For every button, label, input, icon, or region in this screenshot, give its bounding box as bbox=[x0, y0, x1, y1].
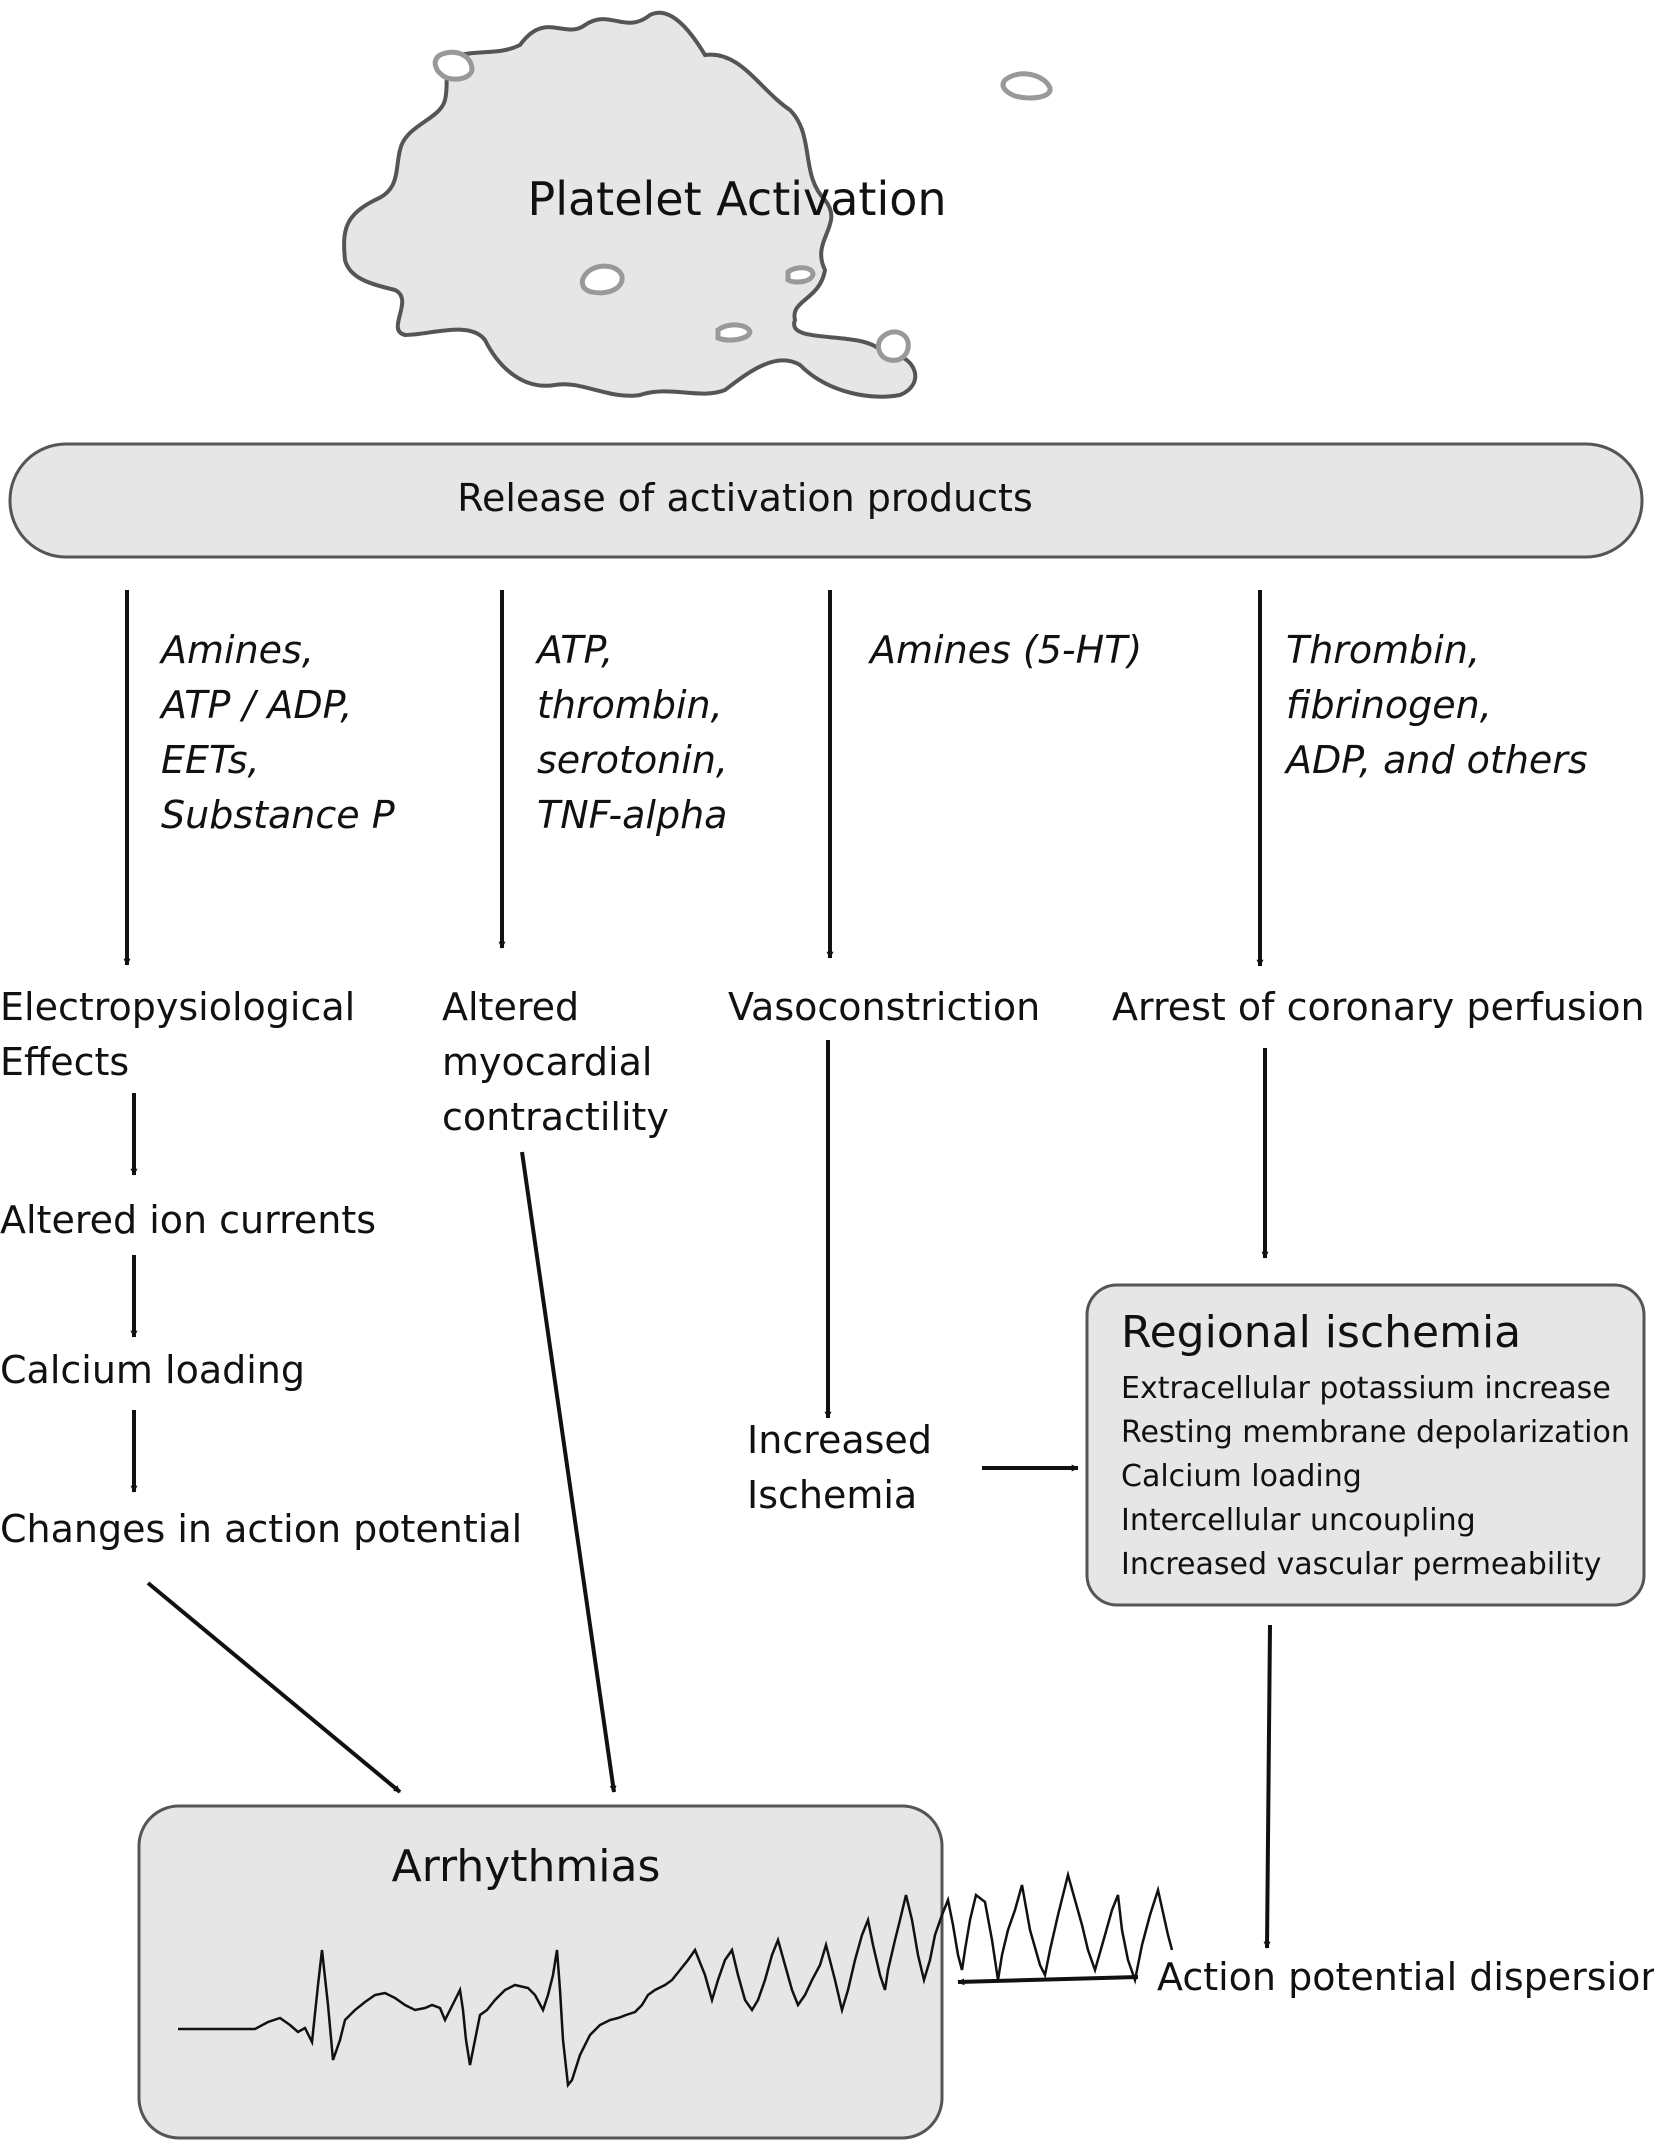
agent-line: thrombin, bbox=[537, 683, 723, 727]
agent-line: ATP, bbox=[537, 628, 614, 672]
arrhythmias-title: Arrhythmias bbox=[392, 1841, 661, 1892]
arrow-ap-to-arrhythmias bbox=[146, 1581, 402, 1794]
pathway-2-agents: ATP, thrombin, serotonin, TNF-alpha bbox=[537, 623, 728, 843]
electrophysiological-effects: Electropysiological Effects bbox=[0, 980, 355, 1090]
ecg-trace bbox=[178, 1870, 1174, 2089]
list-item: Increased vascular permeability bbox=[1121, 1547, 1602, 1582]
regional-ischemia-box bbox=[1085, 1283, 1646, 1607]
release-label: Release of activation products bbox=[457, 476, 1033, 520]
platelet-title: Platelet Activation bbox=[527, 172, 946, 226]
vesicle bbox=[579, 263, 625, 296]
regional-ischemia-list: Extracellular potassium increase Resting… bbox=[1121, 1367, 1630, 1587]
regional-ischemia-title: Regional ischemia bbox=[1121, 1307, 1522, 1358]
agent-line: serotonin, bbox=[537, 738, 729, 782]
agent-line: fibrinogen, bbox=[1286, 683, 1492, 727]
pathway-1-agents: Amines, ATP / ADP, EETs, Substance P bbox=[161, 623, 395, 843]
release-bar bbox=[8, 442, 1644, 559]
pathway-3-agents: Amines (5-HT) bbox=[870, 623, 1142, 678]
vasoconstriction: Vasoconstriction bbox=[728, 985, 1041, 1029]
list-item: Resting membrane depolarization bbox=[1121, 1415, 1630, 1450]
agent-line: Substance P bbox=[161, 793, 395, 837]
platelet-vesicles bbox=[432, 49, 1053, 363]
vesicle bbox=[715, 322, 753, 343]
action-potential-dispersion: Action potential dispersion bbox=[1157, 1955, 1654, 1999]
list-item: Extracellular potassium increase bbox=[1121, 1371, 1611, 1406]
agent-line: ADP, and others bbox=[1286, 738, 1588, 782]
list-item: Calcium loading bbox=[1121, 1459, 1362, 1494]
vesicle bbox=[785, 265, 816, 285]
list-item: Intercellular uncoupling bbox=[1121, 1503, 1476, 1538]
arrhythmias-box bbox=[137, 1804, 944, 2140]
altered-contractility: Altered myocardial contractility bbox=[442, 980, 669, 1145]
agent-line: TNF-alpha bbox=[537, 793, 728, 837]
effect-line: Altered bbox=[442, 985, 580, 1029]
agent-line: ATP / ADP, bbox=[161, 683, 353, 727]
ischemia-line: Ischemia bbox=[747, 1473, 918, 1517]
effect-line: myocardial bbox=[442, 1040, 653, 1084]
agent-line: EETs, bbox=[161, 738, 260, 782]
pathway-4-agents: Thrombin, fibrinogen, ADP, and others bbox=[1286, 623, 1588, 788]
platelet-shape bbox=[342, 10, 918, 399]
effect-line: Effects bbox=[0, 1040, 130, 1084]
vesicle bbox=[432, 49, 475, 82]
vesicle bbox=[1000, 71, 1053, 101]
increased-ischemia: Increased Ischemia bbox=[747, 1413, 932, 1523]
agent-line: Amines (5-HT) bbox=[870, 628, 1143, 672]
agent-line: Amines, bbox=[161, 628, 314, 672]
effect-line: contractility bbox=[442, 1095, 669, 1139]
vesicle bbox=[875, 329, 911, 363]
changes-in-action-potential: Changes in action potential bbox=[0, 1507, 523, 1551]
agent-line: Thrombin, bbox=[1286, 628, 1481, 672]
ischemia-line: Increased bbox=[747, 1418, 932, 1462]
arrow-regional-to-dispersion bbox=[1263, 1624, 1272, 1949]
altered-ion-currents: Altered ion currents bbox=[0, 1198, 377, 1242]
calcium-loading: Calcium loading bbox=[0, 1348, 305, 1392]
arrow-contractility-to-arrhythmias bbox=[520, 1151, 617, 1793]
arrow-dispersion-to-arrhythmias bbox=[957, 1975, 1139, 1986]
effect-line: Electropysiological bbox=[0, 985, 356, 1029]
arrest-of-perfusion: Arrest of coronary perfusion bbox=[1112, 985, 1645, 1029]
